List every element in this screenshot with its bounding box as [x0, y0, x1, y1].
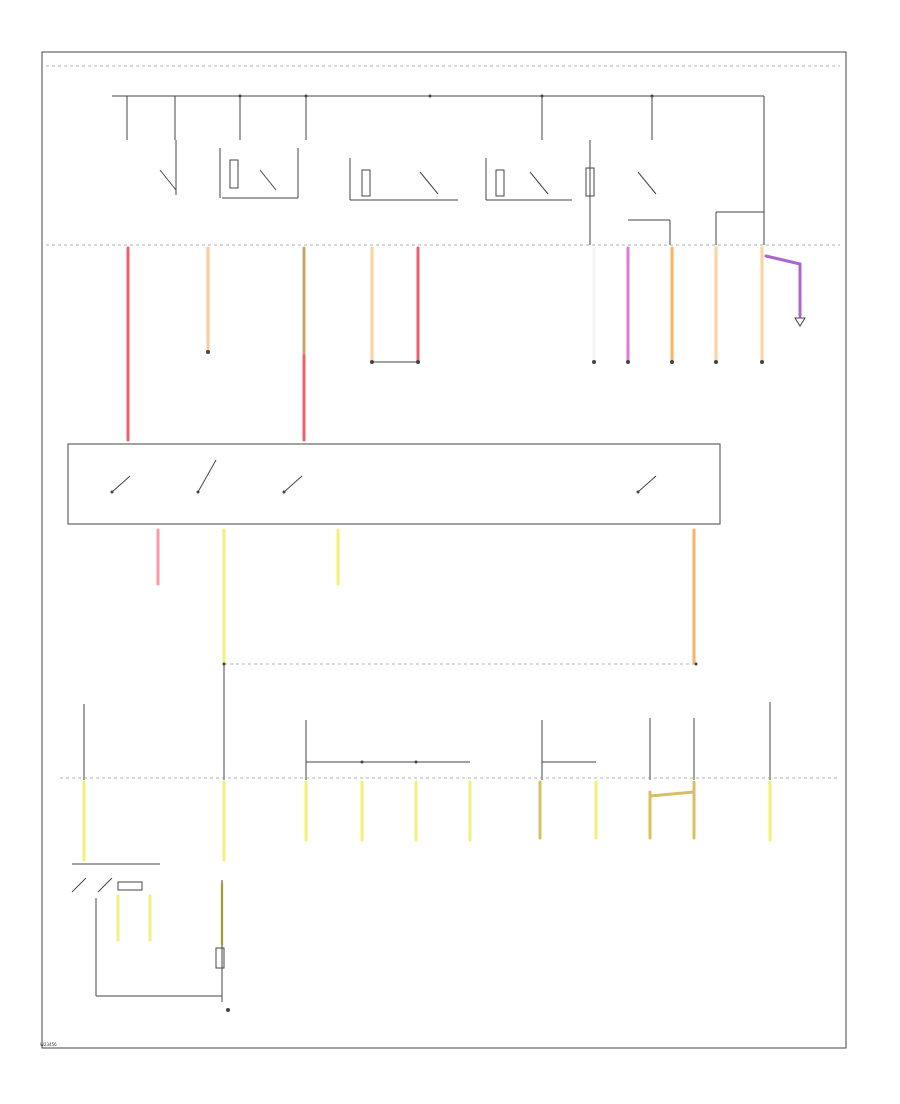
ignition-switch-box: [67, 443, 721, 525]
fuel-pump-relay-box: [349, 158, 458, 201]
wire-dark-yellow-link: [648, 790, 696, 798]
diagram-frame: [41, 51, 847, 1049]
page-code: W23456: [40, 1042, 57, 1047]
wire-group-1: [126, 246, 802, 442]
ignition-contacts: [110, 459, 657, 494]
lower-left-relay: [71, 863, 230, 1012]
defogger-relay: [628, 171, 671, 245]
wire-group-3: [82, 780, 772, 946]
fuse-icon: [585, 140, 595, 245]
fuse-drops-lower: [83, 702, 771, 780]
wire-group-2: [156, 528, 696, 664]
fuse-drops-top: [126, 96, 765, 245]
junction-dots: [222, 94, 698, 764]
ground-icon: [206, 317, 806, 364]
relay-switch-icon: [159, 140, 177, 195]
horn-relay-box: [219, 148, 299, 199]
ac-relay-box: [485, 158, 572, 201]
wire-purple-1: [764, 254, 802, 266]
